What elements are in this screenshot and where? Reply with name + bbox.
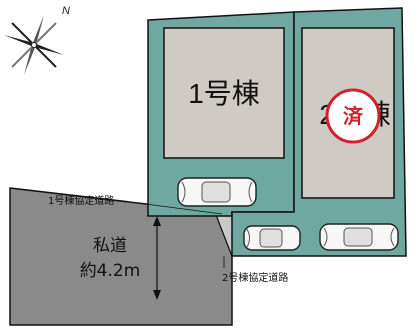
car-icon <box>319 223 399 251</box>
compass-rose-icon <box>4 15 64 75</box>
car-icon <box>243 225 301 251</box>
lot-2-road-label: 2号棟協定道路 <box>222 271 288 284</box>
svg-text:済: 済 <box>343 104 364 128</box>
car-icon <box>177 177 257 207</box>
road-width: 約4.2m <box>80 261 141 281</box>
road-width-dimension <box>153 216 161 300</box>
lot-1-road-label: 1号棟協定道路 <box>48 194 114 207</box>
road-name: 私道 <box>93 236 127 256</box>
north-label: N <box>62 5 70 17</box>
lot-1-label: 1号棟 <box>188 78 260 109</box>
sold-stamp: 済 <box>325 88 381 144</box>
lot-1-building <box>163 27 285 159</box>
